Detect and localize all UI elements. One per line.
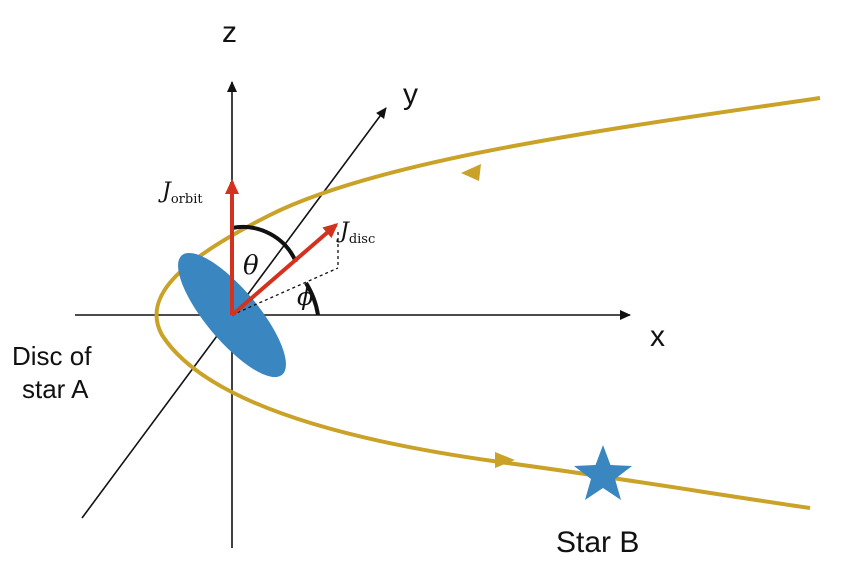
- j-disc-symbol: J: [336, 219, 350, 244]
- phi-angle-arc: [304, 281, 320, 316]
- j-orbit-subscript: orbit: [171, 192, 204, 207]
- star-b-label: Star B: [556, 526, 639, 559]
- j-disc-subscript: disc: [349, 232, 375, 247]
- orbit-path: [154, 96, 821, 510]
- star-icon: [574, 445, 632, 500]
- y-axis-label: y: [403, 78, 418, 111]
- j-orbit-label: Jorbit: [158, 179, 203, 207]
- disc-label-line1: Disc of: [12, 341, 92, 371]
- disc-label-line2: star A: [22, 374, 89, 404]
- projection-dashed-line: [231, 267, 339, 316]
- orbit-direction-arrow-upper: [461, 164, 481, 181]
- phi-label: ϕ: [297, 283, 313, 311]
- j-orbit-symbol: J: [158, 179, 172, 204]
- theta-label: θ: [243, 251, 259, 281]
- j-disc-arrow: [230, 223, 339, 317]
- j-disc-label: Jdisc: [336, 219, 375, 247]
- theta-angle-arc: [231, 225, 298, 263]
- orbit-direction-arrow-lower: [495, 452, 515, 468]
- z-axis-label: z: [222, 16, 237, 49]
- x-axis-label: x: [650, 320, 665, 353]
